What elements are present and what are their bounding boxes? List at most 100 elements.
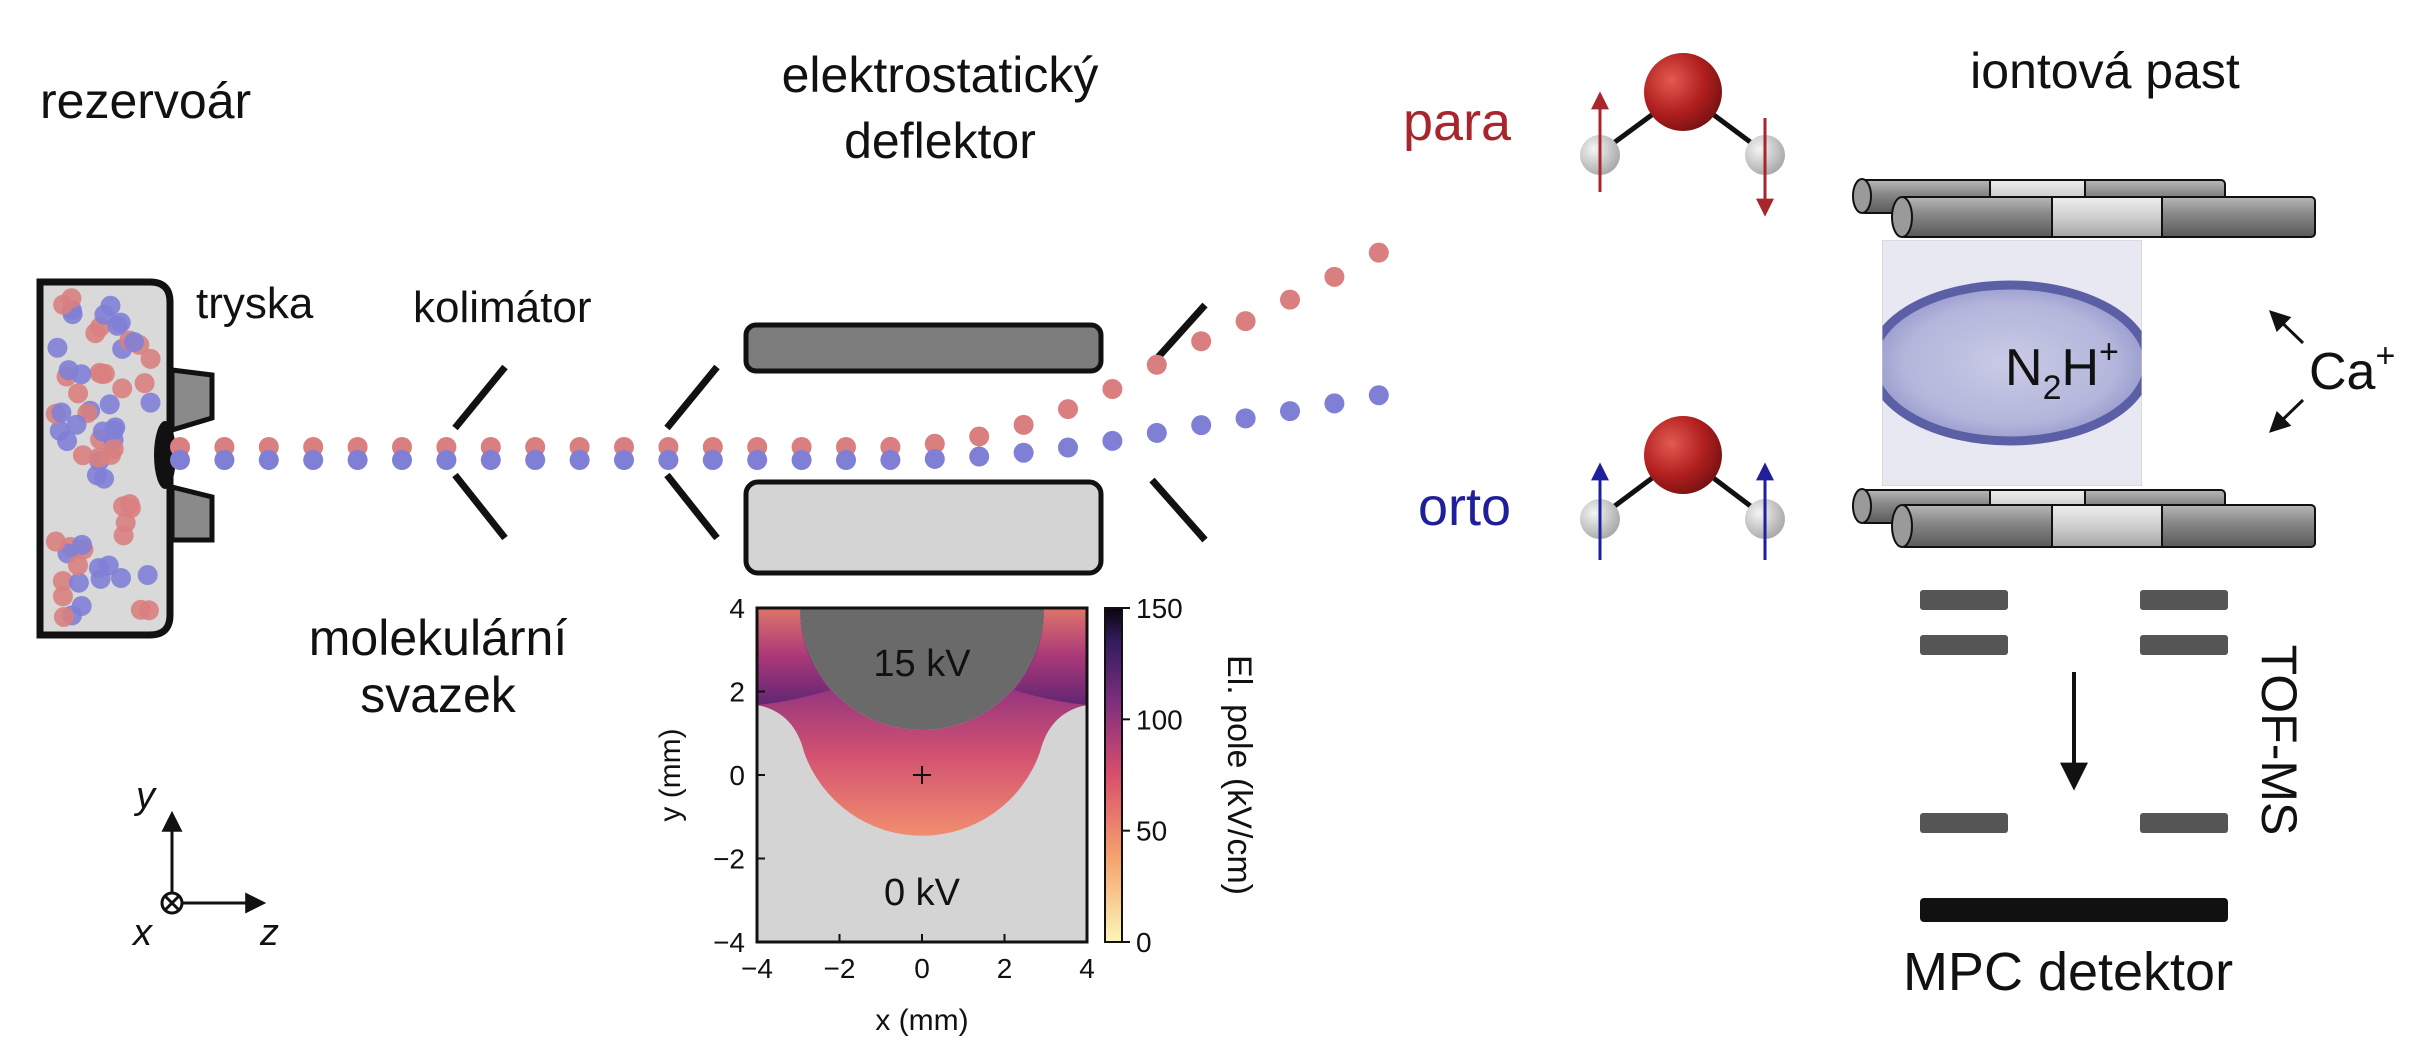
reservoir-molecule <box>94 304 115 325</box>
reservoir-molecule <box>72 534 93 555</box>
ortho-molecule <box>1324 393 1345 414</box>
x-tick-label: −4 <box>741 953 773 984</box>
field-electrode-15kv <box>800 608 1044 730</box>
para-molecule <box>1146 354 1167 375</box>
y-axis-title: y (mm) <box>654 728 687 821</box>
reservoir-molecule <box>92 364 113 385</box>
reservoir-molecule <box>115 512 136 533</box>
electrode-label-0kv: 0 kV <box>884 872 961 914</box>
reservoir-molecule <box>68 383 89 404</box>
mcp-label: MPC detektor <box>1903 942 2233 1002</box>
ortho-molecule <box>392 450 412 470</box>
nozzle-label: tryska <box>196 279 314 328</box>
ortho-molecule <box>747 450 768 470</box>
colorbar-ticks: 150 100 50 0 <box>1122 593 1183 958</box>
reservoir-molecule <box>86 465 107 486</box>
tofms-label: TOF-MS <box>2251 645 2307 836</box>
reservoir-molecule <box>88 447 109 468</box>
reservoir-molecule <box>134 373 155 394</box>
deflector-label-line2: deflektor <box>844 113 1036 169</box>
deflector: elektrostatický deflektor <box>743 47 1208 576</box>
x-tick-label: 2 <box>997 953 1013 984</box>
collimator-label: kolimátor <box>413 283 592 332</box>
reservoir-molecule <box>52 570 73 591</box>
ortho-molecule <box>1146 422 1167 443</box>
deflector-top-electrode <box>743 322 1104 374</box>
ortho-molecule <box>347 450 368 470</box>
para-molecule <box>1280 289 1300 310</box>
y-tick-label: −4 <box>713 927 745 958</box>
ortho-molecule <box>880 449 901 470</box>
ortho-label: orto <box>1418 477 1511 537</box>
ortho-molecule <box>658 450 679 470</box>
ortho-molecule <box>1058 437 1078 458</box>
ortho-molecule <box>480 450 501 470</box>
ortho-molecule <box>702 450 723 470</box>
reservoir-molecule <box>52 586 73 607</box>
reservoir-molecule <box>71 595 92 616</box>
reservoir-molecule <box>71 364 92 385</box>
reservoir-molecule <box>111 568 132 589</box>
colorbar <box>1104 607 1123 943</box>
para-label: para <box>1403 92 1512 152</box>
para-molecule <box>1191 331 1212 352</box>
colorbar-title: El. pole (kV/cm) <box>1220 655 1258 895</box>
colorbar-tick-label: 100 <box>1136 704 1183 735</box>
x-tick-label: 0 <box>914 953 930 984</box>
y-tick-label: −2 <box>713 844 745 875</box>
colorbar-tick-label: 150 <box>1136 593 1183 624</box>
ortho-molecule <box>836 450 856 470</box>
reservoir-molecule <box>67 555 88 576</box>
ca-label: Ca+ <box>2309 337 2395 401</box>
ortho-molecule <box>791 450 812 470</box>
reservoir-molecule <box>130 599 151 620</box>
ortho-molecule <box>924 448 945 469</box>
reservoir-molecule <box>49 420 70 441</box>
reservoir-molecule <box>103 439 124 460</box>
trap-rods-bottom <box>1852 488 2316 548</box>
ortho-molecule <box>969 446 990 467</box>
beam-ortho <box>170 385 1389 470</box>
axis-y-label: y <box>133 775 157 817</box>
reservoir-molecule <box>98 555 119 576</box>
field-region <box>757 608 1087 836</box>
ortho-molecule <box>1191 415 1212 436</box>
reservoir-molecule <box>72 445 93 466</box>
x-axis-title: x (mm) <box>875 1004 968 1037</box>
beam-label-line2: svazek <box>360 667 517 723</box>
reservoir-molecule <box>107 315 128 336</box>
ortho-molecule <box>525 450 546 470</box>
water-molecule-para <box>1580 53 1785 217</box>
reservoir-molecule <box>119 494 140 515</box>
reservoir: rezervoár tryska <box>36 73 314 639</box>
reservoir-molecule <box>53 606 74 627</box>
reservoir-molecules <box>45 288 161 627</box>
tof-ms: TOF-MS MPC detektor <box>1903 590 2307 1002</box>
reservoir-molecule <box>61 288 82 309</box>
ion-crystal-image <box>1882 240 2142 486</box>
coordinate-axes-icon: y x z <box>131 775 279 954</box>
colorbar-tick-label: 50 <box>1136 816 1167 847</box>
reservoir-molecule <box>47 337 68 358</box>
reservoir-molecule <box>92 421 113 442</box>
x-tick-label: −2 <box>824 953 856 984</box>
collimator <box>452 364 720 541</box>
reservoir-molecule <box>124 332 145 353</box>
reservoir-molecule <box>99 394 120 415</box>
trap-rods-top <box>1852 178 2316 238</box>
ortho-molecule <box>614 450 634 470</box>
para-molecule <box>1235 311 1256 332</box>
mcp-detector <box>1920 898 2228 922</box>
water-molecule-ortho <box>1580 416 1785 560</box>
para-molecule <box>1368 242 1389 263</box>
para-molecule <box>1324 266 1345 287</box>
ion-label: N2H+ <box>2005 333 2119 407</box>
ion-trap: N2H+ Ca+ iontová past <box>1852 43 2395 548</box>
reservoir-molecule <box>68 572 89 593</box>
para-molecule <box>1102 379 1123 400</box>
colorbar-tick-label: 0 <box>1136 927 1152 958</box>
ortho-molecule <box>214 450 235 470</box>
para-molecule <box>969 426 990 447</box>
